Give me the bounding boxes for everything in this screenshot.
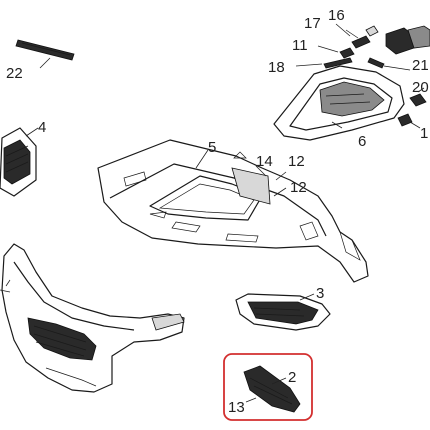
callout-20: 20 [412, 79, 429, 96]
callout-17: 17 [304, 15, 321, 32]
callout-21: 21 [412, 57, 429, 74]
callout-13: 13 [228, 399, 245, 416]
callout-12-upper: 12 [288, 153, 305, 170]
callout-2: 2 [288, 369, 296, 386]
part-6-fender [273, 65, 405, 141]
part-1-bolt [397, 113, 421, 129]
part-16-bracket [335, 23, 371, 49]
callout-11: 11 [292, 37, 308, 54]
callout-18: 18 [268, 59, 285, 76]
part-18-rod [295, 57, 353, 69]
callout-14: 14 [256, 153, 273, 170]
part-22-strip [15, 39, 75, 69]
callout-16: 16 [328, 7, 345, 24]
callout-12-lower: 12 [290, 179, 307, 196]
part-4-vent [0, 127, 39, 197]
callout-22: 22 [6, 65, 23, 82]
part-latch-block [385, 25, 430, 55]
part-3-headlight [235, 293, 331, 331]
part-2-grille [243, 365, 301, 413]
part-5-body-panel [97, 139, 369, 283]
callout-5: 5 [208, 139, 216, 156]
callout-3: 3 [316, 285, 324, 302]
callout-1: 1 [420, 125, 428, 142]
part-11-clip [317, 45, 355, 59]
callout-6: 6 [358, 133, 366, 150]
part-13-mesh [245, 397, 257, 403]
part-17-fastener [365, 25, 379, 37]
part-20-knob [409, 87, 427, 107]
highlight-box [223, 353, 313, 421]
part-front-fascia [0, 243, 185, 393]
callout-4: 4 [38, 119, 46, 136]
part-21-spring [367, 57, 411, 71]
